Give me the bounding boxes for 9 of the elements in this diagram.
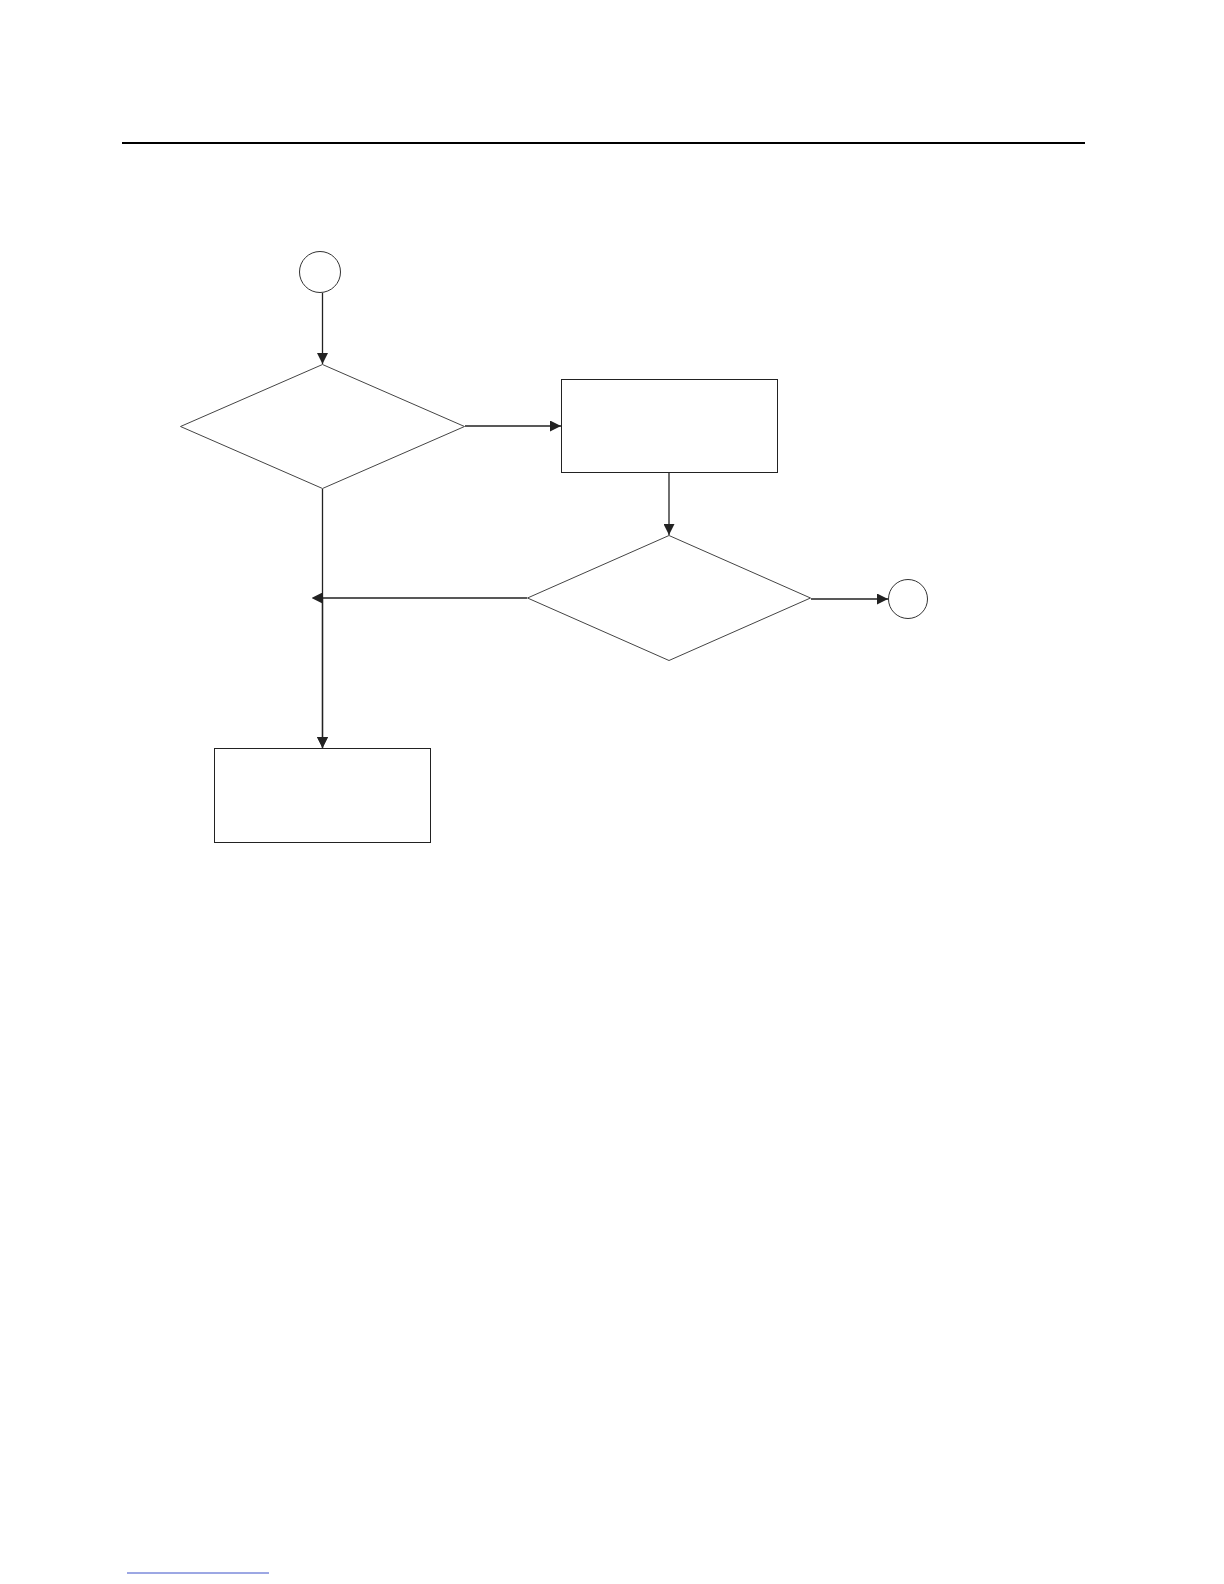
arrow	[317, 292, 328, 365]
decision-diamond	[180, 364, 465, 489]
process-box	[214, 748, 431, 843]
arrow	[810, 593, 889, 605]
arrow	[464, 420, 562, 432]
decision-diamond	[527, 535, 811, 661]
process-box	[561, 379, 778, 473]
arrow	[312, 593, 528, 749]
arrow	[663, 472, 675, 536]
